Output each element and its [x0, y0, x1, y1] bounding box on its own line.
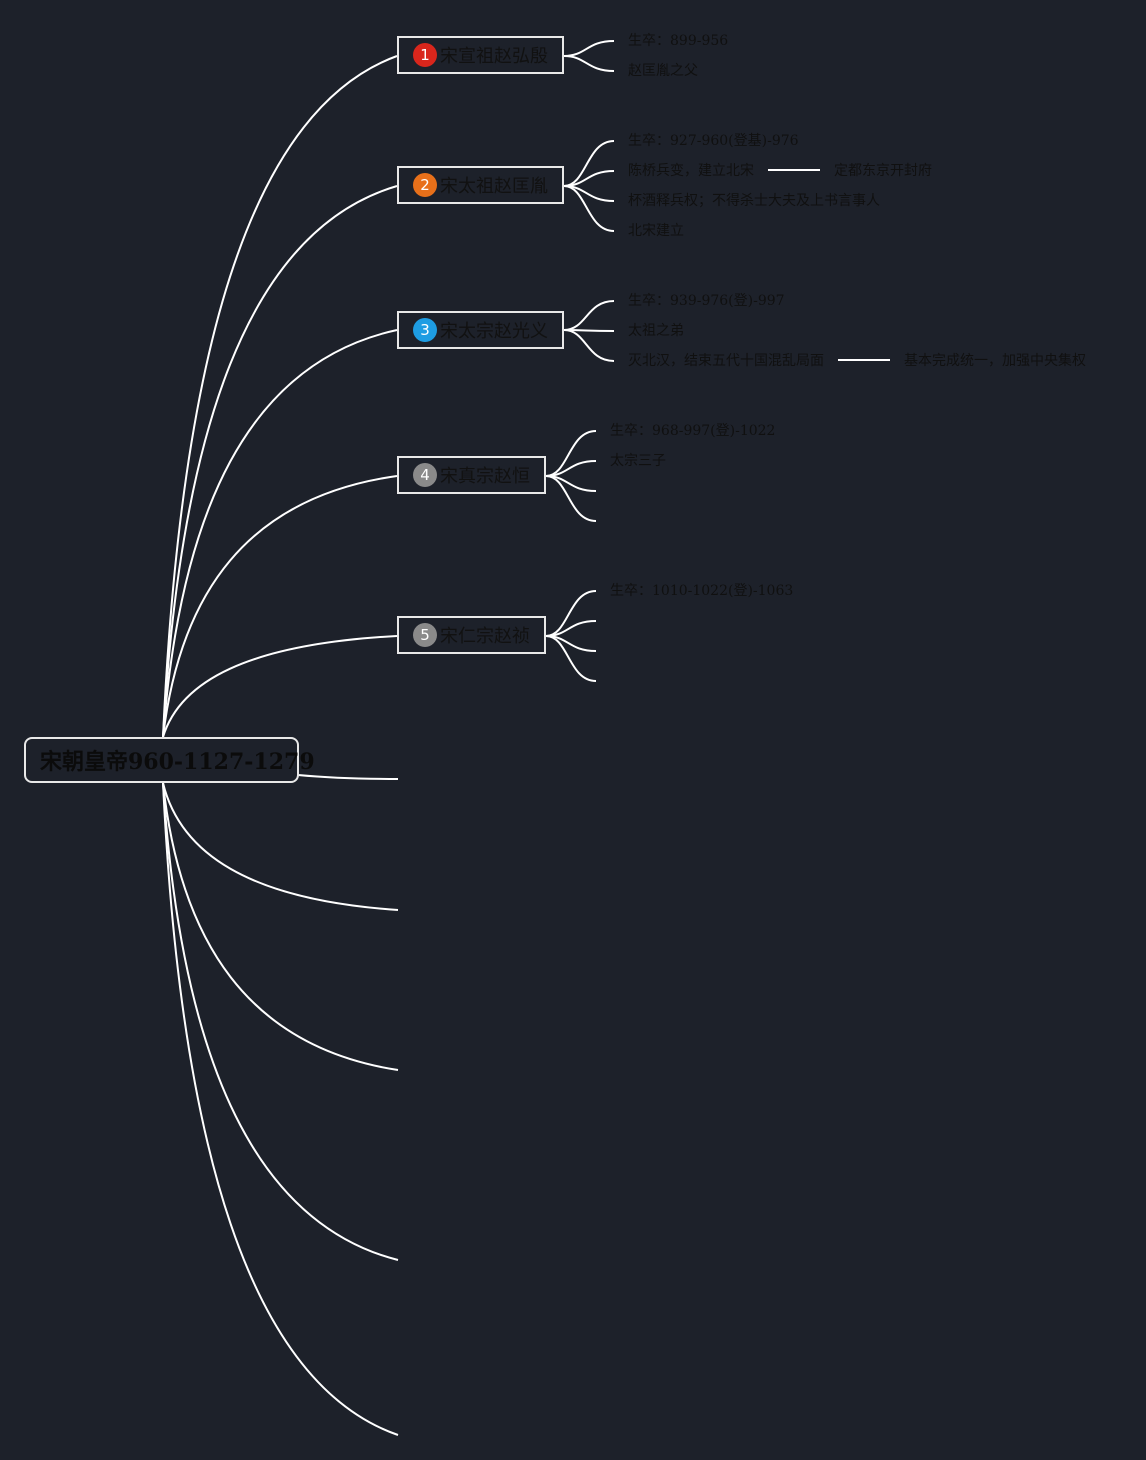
detail-connector: [563, 55, 615, 72]
branch-connector: [162, 782, 399, 1071]
emperor-name: 宋宣祖赵弘殷: [440, 46, 548, 67]
detail-subnote[interactable]: 基本完成统一，加强中央集权: [904, 353, 1086, 369]
detail-connector: [545, 430, 597, 477]
branch-connector: [162, 185, 398, 738]
branch-connector: [162, 635, 398, 738]
branch-connector: [162, 782, 399, 911]
detail-connector: [563, 40, 615, 57]
emperor-name: 宋真宗赵恒: [440, 466, 530, 487]
root-node[interactable]: 宋朝皇帝960-1127-1279: [24, 737, 315, 783]
emperor-node-1[interactable]: 1 宋宣祖赵弘殷: [397, 36, 564, 74]
branch-connector: [162, 782, 399, 1261]
detail-connector: [563, 329, 615, 362]
detail-connector: [563, 300, 615, 331]
detail-lifespan[interactable]: 生卒：899-956: [628, 33, 729, 49]
detail-connector: [563, 185, 615, 232]
detail-connector: [545, 475, 597, 522]
number-badge-icon: 3: [413, 318, 437, 342]
root-title: 宋朝皇帝960-1127-1279: [40, 749, 315, 775]
detail-lifespan[interactable]: 生卒：927-960(登基)-976: [628, 133, 799, 149]
emperor-node-2[interactable]: 2 宋太祖赵匡胤: [397, 166, 564, 204]
detail-lifespan[interactable]: 生卒：968-997(登)-1022: [610, 423, 776, 439]
detail-note[interactable]: 灭北汉，结束五代十国混乱局面: [628, 353, 824, 369]
branch-connector: [297, 774, 399, 780]
emperor-name: 宋仁宗赵祯: [440, 626, 530, 647]
number-badge-icon: 2: [413, 173, 437, 197]
detail-subnote[interactable]: 定都东京开封府: [834, 163, 932, 179]
detail-note[interactable]: 太祖之弟: [628, 323, 684, 339]
number-badge-icon: 5: [413, 623, 437, 647]
detail-connector: [563, 140, 615, 187]
emperor-name: 宋太祖赵匡胤: [440, 176, 548, 197]
emperor-node-4[interactable]: 4 宋真宗赵恒: [397, 456, 546, 494]
branch-connector: [162, 782, 399, 1436]
emperor-name: 宋太宗赵光义: [440, 321, 548, 342]
branch-connector: [162, 329, 398, 738]
branch-connector: [162, 475, 398, 738]
detail-connector: [545, 590, 597, 637]
number-badge-icon: 1: [413, 43, 437, 67]
detail-note[interactable]: 陈桥兵变，建立北宋: [628, 163, 754, 179]
number-badge-icon: 4: [413, 463, 437, 487]
detail-note[interactable]: 赵匡胤之父: [628, 63, 698, 79]
detail-note[interactable]: 杯酒释兵权；不得杀士大夫及上书言事人: [628, 193, 880, 209]
detail-note[interactable]: 太宗三子: [610, 453, 666, 469]
branch-connector: [162, 55, 398, 738]
detail-lifespan[interactable]: 生卒：1010-1022(登)-1063: [610, 583, 794, 599]
emperor-node-3[interactable]: 3 宋太宗赵光义: [397, 311, 564, 349]
detail-lifespan[interactable]: 生卒：939-976(登)-997: [628, 293, 785, 309]
detail-connector: [545, 635, 597, 682]
detail-note[interactable]: 北宋建立: [628, 223, 684, 239]
emperor-node-5[interactable]: 5 宋仁宗赵祯: [397, 616, 546, 654]
